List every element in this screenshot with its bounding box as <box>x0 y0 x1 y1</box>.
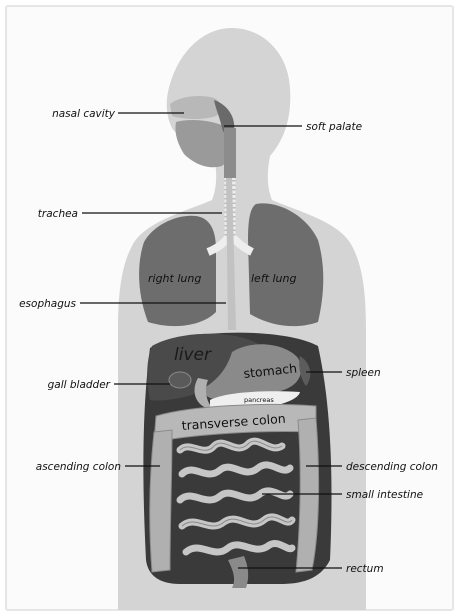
label-left-lung: left lung <box>251 272 297 285</box>
label-pancreas: pancreas <box>244 396 274 404</box>
label-spleen: spleen <box>346 367 381 379</box>
label-esophagus: esophagus <box>19 298 76 310</box>
pharynx-shape <box>224 128 236 178</box>
label-right-lung: right lung <box>148 272 201 285</box>
label-small-intestine: small intestine <box>346 489 423 501</box>
label-rectum: rectum <box>346 563 384 575</box>
label-ascending-colon: ascending colon <box>36 461 121 473</box>
label-descending-colon: descending colon <box>346 461 438 473</box>
label-gall-bladder: gall bladder <box>48 379 111 391</box>
ascending-colon-shape <box>150 430 172 572</box>
label-trachea: trachea <box>38 208 78 220</box>
gall-bladder-shape <box>169 372 191 388</box>
label-liver: liver <box>174 345 212 365</box>
label-nasal-cavity: nasal cavity <box>52 108 116 120</box>
label-soft-palate: soft palate <box>306 121 362 133</box>
